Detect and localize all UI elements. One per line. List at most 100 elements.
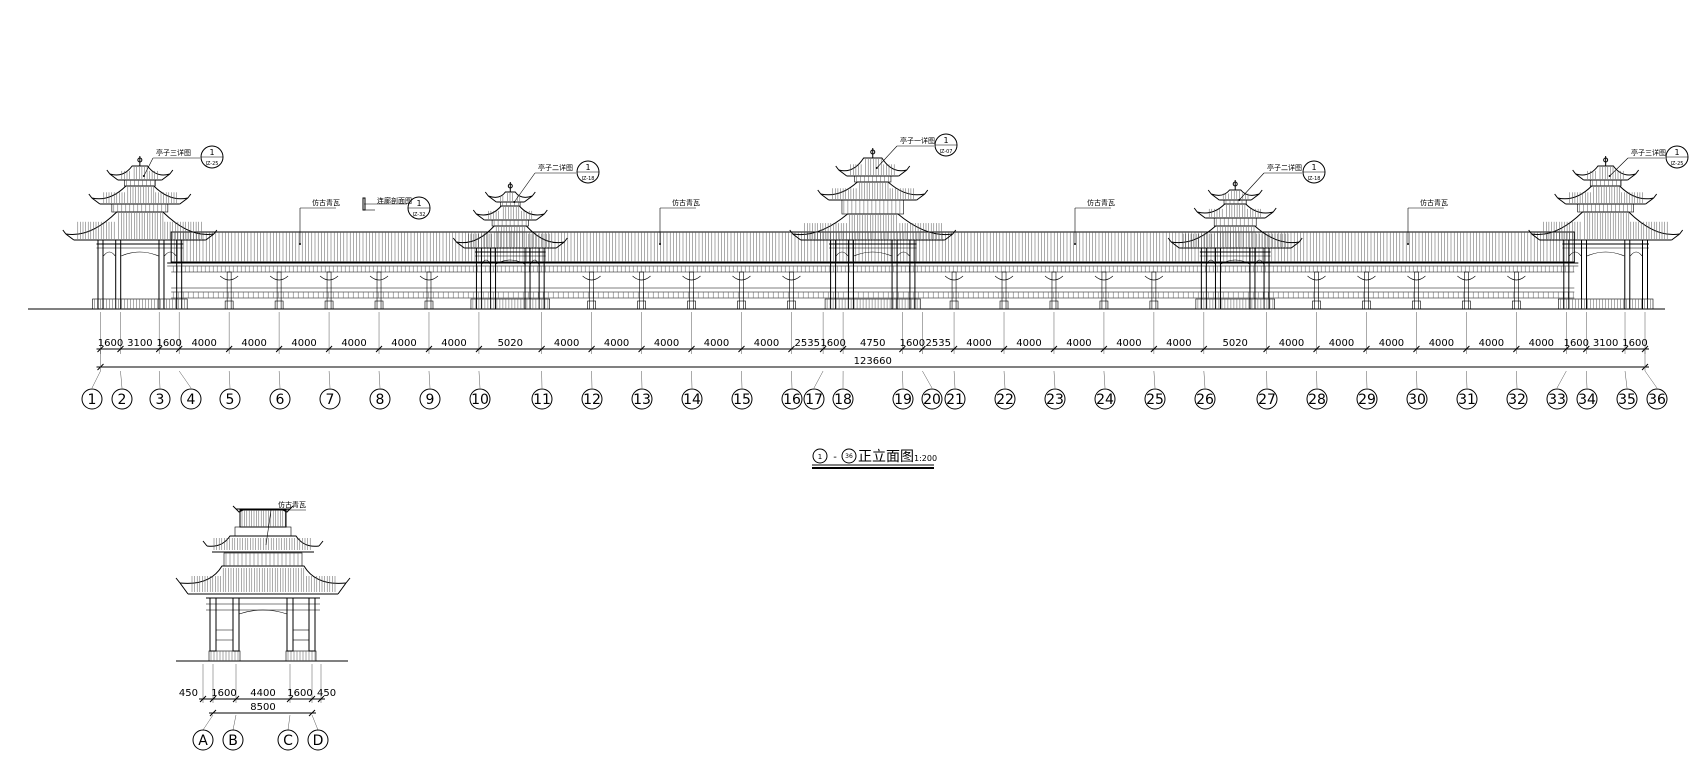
pavilion-detail-label: 亭子二详图 bbox=[538, 163, 573, 172]
span-dimension: 5020 bbox=[498, 338, 523, 349]
axis-number: 27 bbox=[1258, 392, 1276, 408]
axis-number: 21 bbox=[946, 392, 964, 408]
span-dimension: 1600 bbox=[156, 338, 181, 349]
side-axis-letter: D bbox=[313, 733, 324, 749]
detail-tag-sheet: JZ-18 bbox=[581, 176, 595, 182]
axis-number: 34 bbox=[1578, 392, 1596, 408]
axis-number: 1 bbox=[88, 392, 97, 408]
axis-number: 35 bbox=[1618, 392, 1636, 408]
detail-tag-number: 1 bbox=[416, 199, 421, 208]
span-dimension: 4000 bbox=[966, 338, 991, 349]
title-start-axis: 1 bbox=[818, 453, 822, 461]
detail-tag-sheet: JZ-25 bbox=[205, 161, 219, 167]
span-dimension: 4000 bbox=[1479, 338, 1504, 349]
detail-tag-number: 1 bbox=[585, 163, 590, 172]
roof-material-label: 仿古青瓦 bbox=[1087, 198, 1115, 207]
span-dimension: 4000 bbox=[291, 338, 316, 349]
span-dimension: 2535 bbox=[795, 338, 820, 349]
side-span-dimension: 450 bbox=[317, 688, 336, 699]
axis-number: 30 bbox=[1408, 392, 1426, 408]
axis-number: 17 bbox=[805, 392, 823, 408]
axis-number: 11 bbox=[533, 392, 551, 408]
span-dimension: 1600 bbox=[900, 338, 925, 349]
side-elevation-labels: 仿古青瓦 bbox=[265, 500, 306, 546]
axis-number: 24 bbox=[1096, 392, 1114, 408]
span-dimension: 4000 bbox=[1329, 338, 1354, 349]
axis-number: 28 bbox=[1308, 392, 1326, 408]
span-dimension: 4000 bbox=[191, 338, 216, 349]
main-elevation-title: 1 - 36 正立面图 1:200 bbox=[812, 448, 937, 469]
detail-tag-number: 1 bbox=[943, 136, 948, 145]
axis-number: 25 bbox=[1146, 392, 1164, 408]
side-span-dimension: 450 bbox=[179, 688, 198, 699]
pavilion-detail-label: 亭子二详图 bbox=[1267, 163, 1302, 172]
span-dimension: 4000 bbox=[754, 338, 779, 349]
section-label: 连廊剖面图 bbox=[377, 196, 412, 205]
detail-tag-sheet: JZ-18 bbox=[1307, 176, 1321, 182]
axis-number: 5 bbox=[226, 392, 235, 408]
detail-tag-number: 1 bbox=[1311, 163, 1316, 172]
span-dimension: 1600 bbox=[1622, 338, 1647, 349]
span-dimension: 4000 bbox=[1529, 338, 1554, 349]
pavilion-5 bbox=[1528, 156, 1684, 310]
detail-tag-sheet: JZ-25 bbox=[1670, 161, 1684, 167]
pavilion-detail-label: 亭子三详图 bbox=[1631, 148, 1666, 157]
span-dimension: 4000 bbox=[1166, 338, 1191, 349]
span-dimension: 1600 bbox=[820, 338, 845, 349]
span-dimension: 4000 bbox=[1016, 338, 1041, 349]
detail-tag-number: 1 bbox=[1674, 148, 1679, 157]
axis-number: 32 bbox=[1508, 392, 1526, 408]
detail-tag-sheet: JZ-07 bbox=[939, 149, 953, 155]
side-span-dimension: 4400 bbox=[250, 688, 275, 699]
axis-number: 16 bbox=[783, 392, 801, 408]
span-dimension: 3100 bbox=[1593, 338, 1618, 349]
span-dimension: 4000 bbox=[391, 338, 416, 349]
drawing-title: 正立面图 bbox=[858, 449, 914, 465]
pavilion-1 bbox=[62, 156, 218, 310]
axis-number: 19 bbox=[894, 392, 912, 408]
pavilion-4 bbox=[1167, 180, 1303, 310]
span-dimension: 4750 bbox=[860, 338, 885, 349]
axis-number: 2 bbox=[118, 392, 127, 408]
side-elevation-structure bbox=[175, 505, 351, 662]
pavilion-2 bbox=[452, 182, 568, 310]
span-dimension: 4000 bbox=[704, 338, 729, 349]
span-dimension: 4000 bbox=[441, 338, 466, 349]
axis-number: 8 bbox=[376, 392, 385, 408]
roof-material-label: 仿古青瓦 bbox=[312, 198, 340, 207]
span-dimension: 4000 bbox=[1279, 338, 1304, 349]
pavilion-detail-label: 亭子一详图 bbox=[900, 136, 935, 145]
span-dimension: 1600 bbox=[1564, 338, 1589, 349]
span-dimension: 4000 bbox=[241, 338, 266, 349]
roof-material-label: 仿古青瓦 bbox=[1420, 198, 1448, 207]
axis-number: 20 bbox=[923, 392, 941, 408]
pavilion-3 bbox=[789, 148, 957, 310]
axis-number: 3 bbox=[156, 392, 165, 408]
detail-tag-number: 1 bbox=[209, 148, 214, 157]
main-elevation-structure bbox=[28, 148, 1684, 310]
axis-number: 15 bbox=[733, 392, 751, 408]
axis-number: 23 bbox=[1046, 392, 1064, 408]
side-axis-letter: A bbox=[198, 733, 208, 749]
axis-number: 12 bbox=[583, 392, 601, 408]
drawing-scale: 1:200 bbox=[914, 454, 937, 463]
axis-number: 29 bbox=[1358, 392, 1376, 408]
axis-number: 22 bbox=[996, 392, 1014, 408]
axis-number: 6 bbox=[276, 392, 285, 408]
title-dash: - bbox=[833, 452, 837, 463]
span-dimension: 4000 bbox=[1116, 338, 1141, 349]
pavilion-detail-label: 亭子三详图 bbox=[156, 148, 191, 157]
title-end-axis: 36 bbox=[845, 453, 853, 460]
total-dimension: 123660 bbox=[854, 356, 892, 367]
main-dimension-chain: 1600 3100 1600 4000 4000 4000 4000 4000 4000 5020… bbox=[96, 312, 1649, 371]
span-dimension: 4000 bbox=[1379, 338, 1404, 349]
span-dimension: 4000 bbox=[604, 338, 629, 349]
axis-number: 18 bbox=[834, 392, 852, 408]
axis-number: 31 bbox=[1458, 392, 1476, 408]
axis-number: 9 bbox=[426, 392, 435, 408]
